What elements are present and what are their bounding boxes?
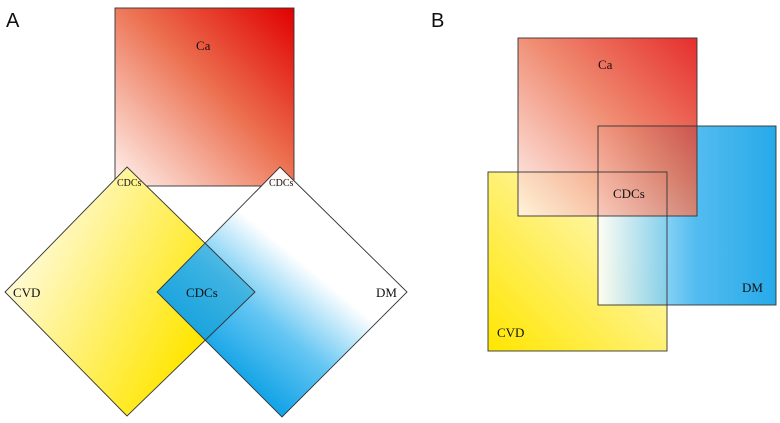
panel-b-ca-label: Ca <box>598 57 613 72</box>
panel-a-cdcs-left-label: CDCs <box>117 178 142 189</box>
panel-a-ca-square <box>115 8 294 186</box>
panel-a-cvd-label: CVD <box>13 285 40 300</box>
panel-b: B Ca CVD DM CDCs <box>431 10 777 352</box>
panel-b-label: B <box>431 10 444 32</box>
panel-b-dm-label: DM <box>742 280 763 295</box>
panel-b-cvd-label: CVD <box>497 325 524 340</box>
panel-b-cdcs-label: CDCs <box>613 186 645 201</box>
panel-a-cdcs-right-label: CDCs <box>269 178 294 189</box>
panel-a-cvd-diamond <box>5 167 255 416</box>
panel-a-dm-label: DM <box>376 285 397 300</box>
panel-a: A Ca CVD DM CDCs CDCs CDCs <box>4 7 408 418</box>
panel-a-label: A <box>6 10 20 32</box>
panel-a-ca-label: Ca <box>196 38 211 53</box>
panel-a-cdcs-center-label: CDCs <box>186 285 218 300</box>
